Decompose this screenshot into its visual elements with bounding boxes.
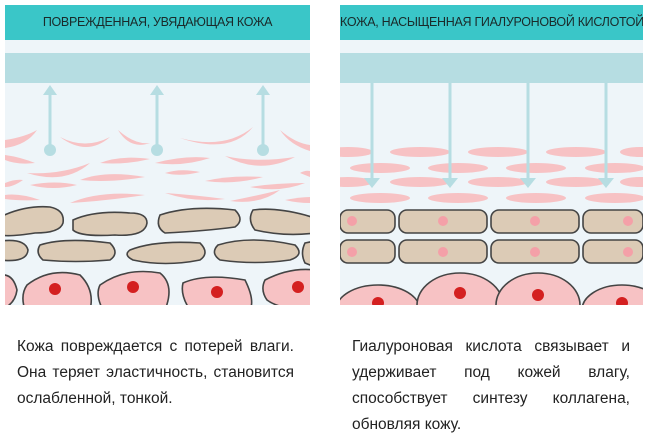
hydrated-skin-description: Гиалуроновая кислота связывает и удержив… (352, 338, 630, 433)
collagen-fibers-broken (5, 127, 310, 203)
cell-nuclei-light (347, 216, 633, 257)
damaged-skin-description: Кожа повреждается с потерей влаги. Она т… (17, 338, 294, 407)
collagen-fibers-aligned (340, 147, 643, 203)
panel-title: ПОВРЕЖДЕННАЯ, УВЯДАЮЩАЯ КОЖА (5, 5, 310, 40)
skin-cells (340, 272, 643, 305)
hydrated-skin-illustration (340, 53, 643, 305)
damaged-skin-illustration (5, 53, 310, 305)
cell-nuclei (372, 287, 628, 305)
panel-title: КОЖА, НАСЫЩЕННАЯ ГИАЛУРОНОВОЙ КИСЛОТОЙ (340, 5, 643, 40)
cell-nuclei (49, 281, 304, 298)
moisture-layer (340, 53, 643, 83)
moisture-arrows-down (364, 83, 614, 188)
damaged-skin-panel: ПОВРЕЖДЕННАЯ, УВЯДАЮЩАЯ КОЖА (5, 5, 310, 305)
moisture-layer (5, 53, 310, 83)
irregular-cells (5, 205, 310, 266)
regular-cells (340, 209, 643, 264)
hydrated-skin-panel: КОЖА, НАСЫЩЕННАЯ ГИАЛУРОНОВОЙ КИСЛОТОЙ (340, 5, 643, 305)
moisture-arrows-up (43, 85, 270, 156)
